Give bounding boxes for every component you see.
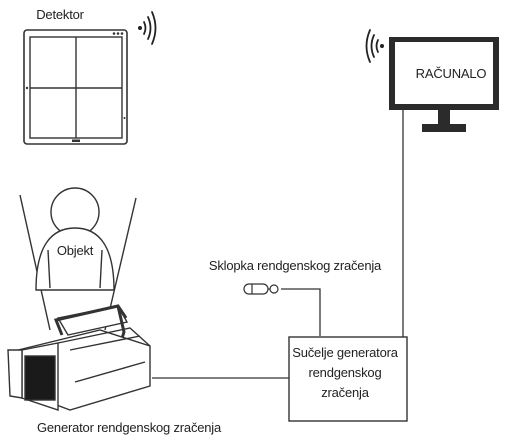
detector-panel [23, 29, 128, 145]
computer-label: RAČUNALO [415, 66, 487, 81]
connection-lines [152, 110, 404, 379]
generator-label: Generator rendgenskog zračenja [36, 420, 222, 435]
interface-label-line2: rendgenskog [308, 365, 382, 380]
xray-switch [243, 283, 279, 295]
xray-switch-label: Sklopka rendgenskog zračenja [208, 258, 382, 273]
interface-label: Sučelje generatora rendgenskog zračenja [286, 343, 404, 403]
computer-monitor [389, 37, 499, 132]
computer-wireless-icon [365, 29, 384, 63]
generator-interface-box [288, 336, 408, 422]
interface-label-line1: Sučelje generatora [292, 345, 398, 360]
interface-label-line3: zračenja [321, 385, 369, 400]
xray-generator [7, 304, 151, 411]
detector-label: Detektor [36, 7, 84, 22]
detector-wireless-icon [138, 11, 157, 45]
object-label: Objekt [56, 243, 94, 258]
object-figure [19, 187, 137, 331]
